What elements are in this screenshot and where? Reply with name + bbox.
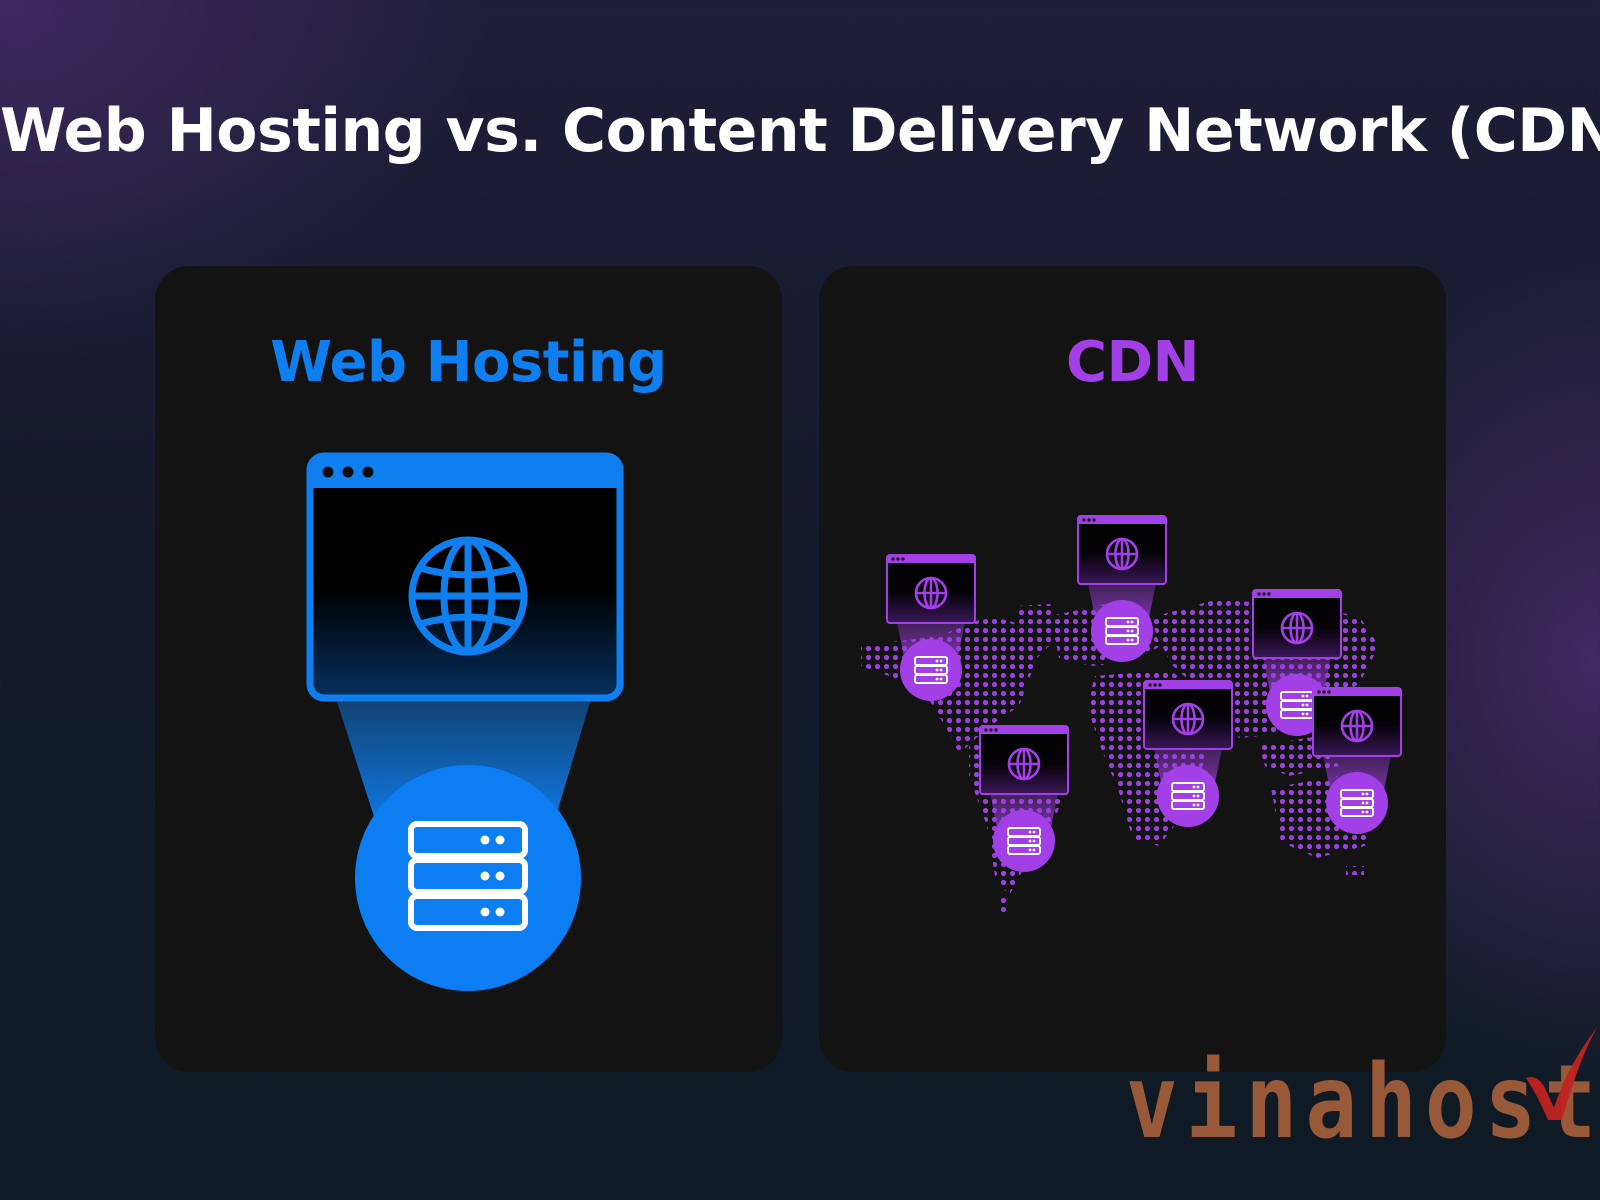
cdn-illustration — [861, 514, 1403, 914]
cdn-title: CDN — [1066, 330, 1199, 395]
globe-icon — [408, 536, 528, 656]
main-title: Web Hosting vs. Content Delivery Network… — [0, 96, 1600, 166]
web-hosting-title: Web Hosting — [270, 330, 667, 395]
web-hosting-illustration — [305, 452, 624, 991]
vinahost-watermark: vinahost. — [1126, 1026, 1600, 1162]
web-hosting-panel: Web Hosting — [155, 266, 782, 1072]
server-icon — [408, 821, 528, 931]
check-mark-icon — [1526, 1026, 1598, 1120]
server-circle — [355, 765, 581, 991]
watermark-text: vinahost. — [1126, 1044, 1600, 1162]
cdn-panel: CDN — [819, 266, 1446, 1072]
